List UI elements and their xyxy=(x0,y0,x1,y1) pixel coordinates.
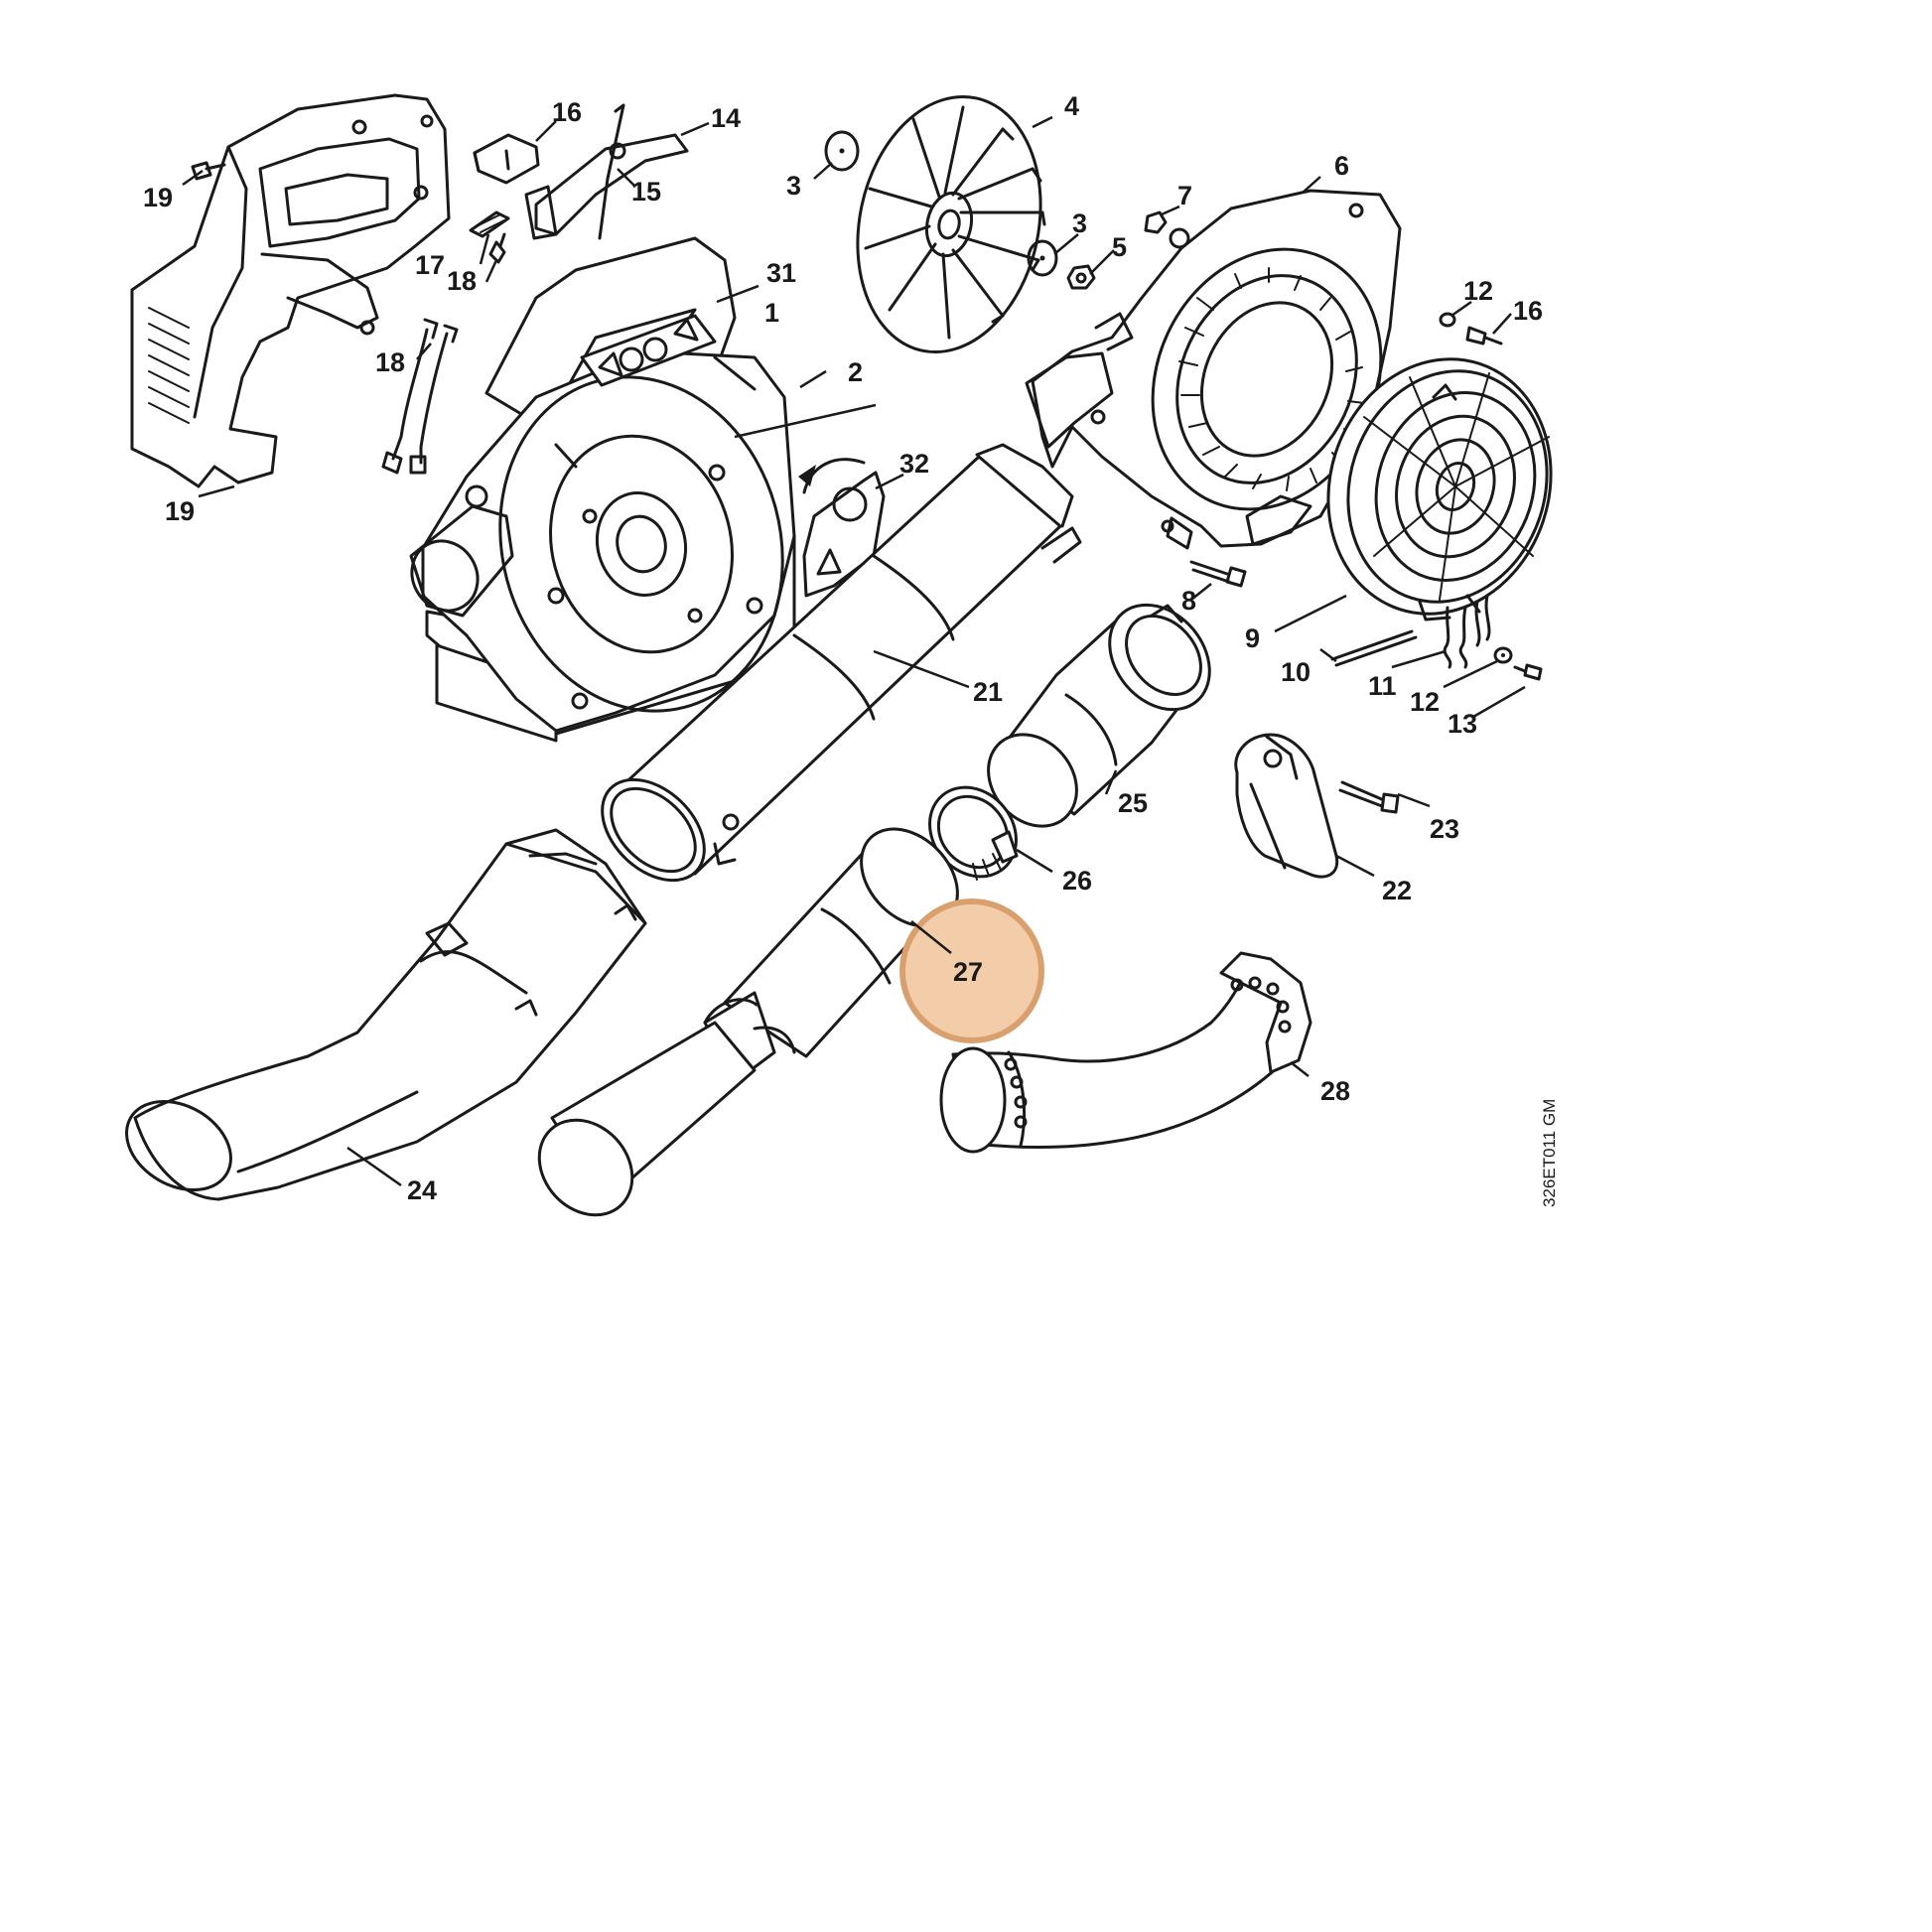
screw-8 xyxy=(1189,560,1247,588)
leader-lines xyxy=(182,115,1526,1187)
spring-16 xyxy=(598,103,625,240)
intake-grille-9 xyxy=(1326,357,1553,621)
callout-31[interactable]: 31 xyxy=(766,258,796,288)
nozzle-27 xyxy=(987,603,1211,828)
callout-24[interactable]: 22 xyxy=(1382,876,1412,905)
washer-3a xyxy=(824,130,860,172)
callout-11[interactable]: 11 xyxy=(1368,671,1397,701)
callout-4[interactable]: 4 xyxy=(1064,91,1079,121)
contact-spring-18 xyxy=(469,210,510,238)
switch-17 xyxy=(473,133,540,185)
callout-21[interactable]: 19 xyxy=(165,496,195,526)
nut-5 xyxy=(1066,264,1096,290)
spring-11 xyxy=(1443,594,1491,669)
screw-19 xyxy=(488,232,506,264)
callout-19[interactable]: 18 xyxy=(447,266,477,296)
callout-5[interactable]: 5 xyxy=(1112,232,1127,262)
washer-12b xyxy=(1493,646,1513,664)
callout-10[interactable]: 10 xyxy=(1281,657,1311,687)
callout-9[interactable]: 9 xyxy=(1245,623,1260,653)
highlight-circle[interactable] xyxy=(899,898,1044,1043)
callout-28[interactable]: 26 xyxy=(1062,866,1092,896)
screw-14 xyxy=(1465,326,1503,345)
callout-3b[interactable]: 3 xyxy=(1072,208,1087,238)
arrow-label-32 xyxy=(798,458,886,598)
washer-12a xyxy=(1439,312,1456,328)
flat-nozzle-26 xyxy=(125,828,647,1201)
callout-labels: 19 16 14 15 17 18 18 19 3 4 3 5 7 6 12 1… xyxy=(143,91,1543,1205)
screw-25 xyxy=(1338,780,1400,814)
callout-14[interactable]: 16 xyxy=(1513,296,1543,326)
callout-12a[interactable]: 12 xyxy=(1463,276,1493,306)
callout-20[interactable]: 18 xyxy=(375,347,405,377)
callout-3a[interactable]: 3 xyxy=(786,171,801,201)
elbow-30 xyxy=(939,951,1312,1154)
callout-23[interactable]: 21 xyxy=(973,677,1003,707)
warning-label-31 xyxy=(580,314,717,387)
callout-22[interactable]: 19 xyxy=(143,183,173,212)
callout-26[interactable]: 24 xyxy=(407,1175,437,1205)
callout-17[interactable]: 16 xyxy=(552,97,582,127)
callout-27[interactable]: 25 xyxy=(1118,788,1148,818)
callout-7[interactable]: 7 xyxy=(1177,181,1192,210)
callout-32[interactable]: 32 xyxy=(899,449,929,479)
callout-6[interactable]: 6 xyxy=(1334,151,1349,181)
washer-3b xyxy=(1027,239,1058,277)
fan-cover-6 xyxy=(1025,189,1402,550)
callout-8[interactable]: 8 xyxy=(1181,586,1196,616)
callout-18[interactable]: 17 xyxy=(415,250,445,280)
callout-16[interactable]: 15 xyxy=(631,177,661,207)
wires-20 xyxy=(381,318,459,475)
clamp-28 xyxy=(928,785,1019,881)
fan-housing-1 xyxy=(409,236,796,743)
screw-13 xyxy=(1513,663,1543,681)
callout-13[interactable]: 13 xyxy=(1448,709,1477,739)
trigger-15 xyxy=(524,133,689,240)
tube-29 xyxy=(537,827,959,1217)
clamp-24 xyxy=(1234,733,1339,879)
nut-7 xyxy=(1144,210,1168,234)
callout-2[interactable]: 2 xyxy=(848,357,863,387)
handle-frame-part xyxy=(130,93,451,488)
shaft-10 xyxy=(1330,629,1418,667)
callout-29[interactable]: 27 xyxy=(953,957,983,987)
callout-12b[interactable]: 12 xyxy=(1410,687,1440,717)
callout-30[interactable]: 28 xyxy=(1320,1076,1350,1106)
impeller-4 xyxy=(856,94,1046,354)
callout-1[interactable]: 1 xyxy=(764,298,779,328)
reference-code: 326ET011 GM xyxy=(1540,1099,1559,1207)
blower-tube-23 xyxy=(601,443,1082,883)
callout-15[interactable]: 14 xyxy=(711,103,741,133)
callout-25[interactable]: 23 xyxy=(1430,814,1459,844)
leader-29 xyxy=(910,920,952,954)
